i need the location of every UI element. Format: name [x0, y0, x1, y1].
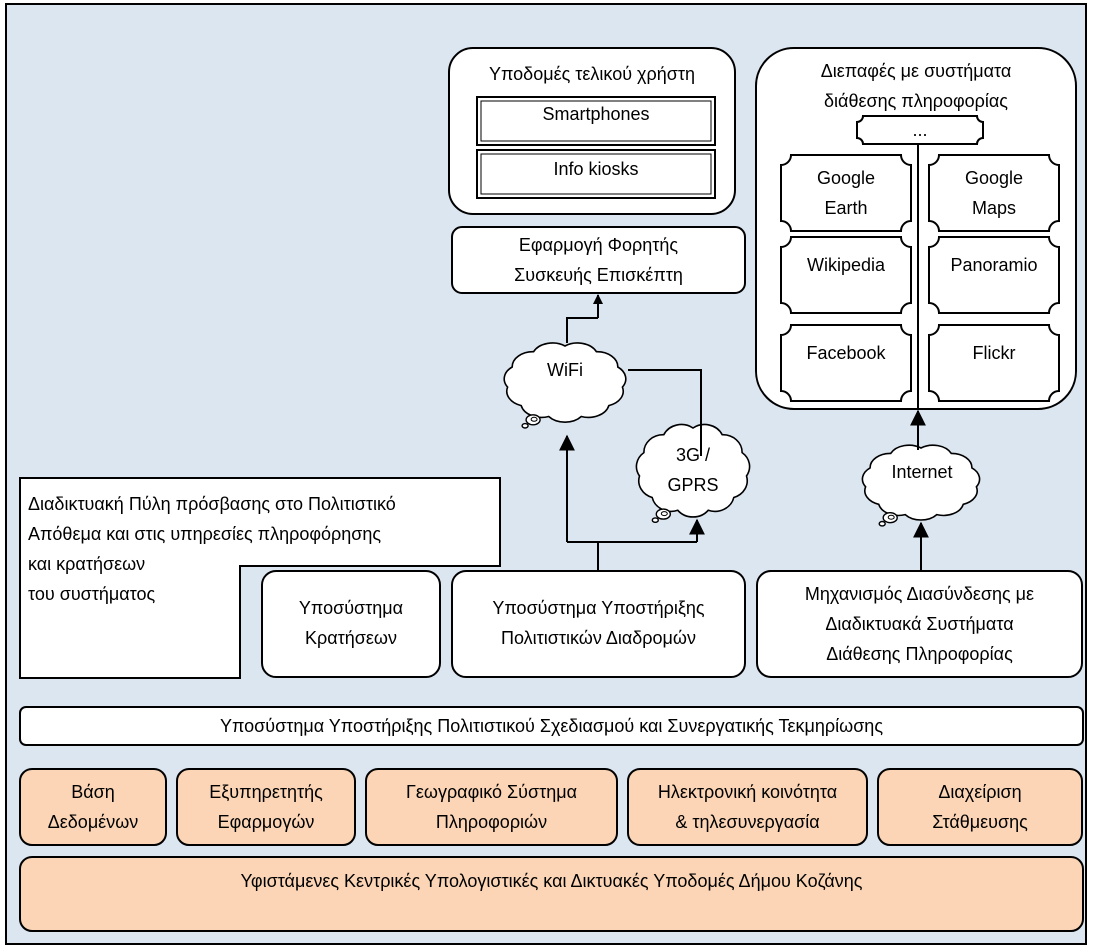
panoramio-box — [928, 236, 1060, 314]
more-label: ... — [912, 120, 928, 140]
service-boxes — [780, 154, 1060, 402]
kiosks-label: Info kiosks — [553, 159, 639, 179]
ecommunity-label: Ηλεκτρονική κοινότητα & τηλεσυνεργασία — [657, 782, 838, 832]
infrastructure-label: Υφιστάμενες Κεντρικές Υπολογιστικές και … — [240, 871, 863, 891]
kiosks-box-outer — [476, 149, 716, 199]
more-box — [856, 115, 984, 145]
interfaces-group-box — [755, 47, 1077, 410]
parking-box — [877, 768, 1083, 846]
internet-label: Internet — [891, 462, 953, 482]
end-user-title: Υποδομές τελικού χρήστη — [489, 64, 695, 84]
routes-label: Υποσύστημα Υποστήριξης Πολιτιστικών Διαδ… — [492, 598, 705, 648]
database-label: Βάση Δεδομένων — [47, 782, 139, 832]
gis-box — [365, 768, 618, 846]
gis-label: Γεωγραφικό Σύστημα Πληροφοριών — [405, 782, 578, 832]
network-clouds — [503, 342, 981, 527]
flickr-box — [928, 324, 1060, 402]
smartphones-box-inner — [480, 100, 712, 142]
smartphones-box-outer — [476, 96, 716, 146]
portal-box — [19, 477, 501, 679]
visitor-app-label: Εφαρμογή Φορητής Συσκευής Επισκέπτη — [514, 235, 683, 285]
app-server-box — [176, 768, 356, 846]
planning-label: Υποσύστημα Υποστήριξης Πολιτιστικού Σχεδ… — [219, 716, 883, 736]
interfaces-title: Διεπαφές με συστήματα διάθεσης πληροφορί… — [820, 61, 1012, 111]
wikipedia-box — [780, 236, 912, 314]
smartphones-label: Smartphones — [542, 104, 650, 124]
kiosks-box-inner — [480, 153, 712, 195]
ecommunity-box — [627, 768, 868, 846]
parking-label: Διαχείριση Στάθμευσης — [932, 782, 1028, 832]
interconnect-label: Μηχανισμός Διασύνδεσης με Διαδικτυακά Συ… — [804, 584, 1035, 664]
flickr-label: Flickr — [972, 343, 1016, 363]
database-box — [19, 768, 167, 846]
facebook-label: Facebook — [806, 343, 886, 363]
gprs-to-wifi-link — [628, 369, 702, 456]
app-server-label: Εξυπηρετητής Εφαρμογών — [209, 782, 323, 832]
planning-bar — [19, 706, 1084, 746]
panoramio-label: Panoramio — [950, 255, 1038, 275]
routes-box — [451, 570, 746, 678]
google-maps-box — [928, 154, 1060, 232]
wikipedia-label: Wikipedia — [806, 255, 886, 275]
reservations-label: Υποσύστημα Κρατήσεων — [298, 598, 404, 648]
google-earth-label: Google Earth — [816, 168, 876, 218]
visitor-app-box — [451, 226, 746, 294]
gprs-cloud — [635, 423, 751, 523]
wifi-label: WiFi — [547, 360, 583, 380]
infrastructure-bar — [19, 856, 1084, 932]
portal-label: Διαδικτυακή Πύλη πρόσβασης στο Πολιτιστι… — [28, 494, 396, 604]
gprs-label: 3G / GPRS — [667, 445, 719, 495]
facebook-box — [780, 324, 912, 402]
google-maps-label: Google Maps — [964, 168, 1024, 218]
reservations-box — [261, 570, 441, 678]
wifi-to-app-link — [566, 317, 598, 343]
google-earth-box — [780, 154, 912, 232]
interconnect-box — [756, 570, 1083, 678]
wifi-cloud — [503, 342, 627, 429]
internet-cloud — [861, 444, 981, 527]
